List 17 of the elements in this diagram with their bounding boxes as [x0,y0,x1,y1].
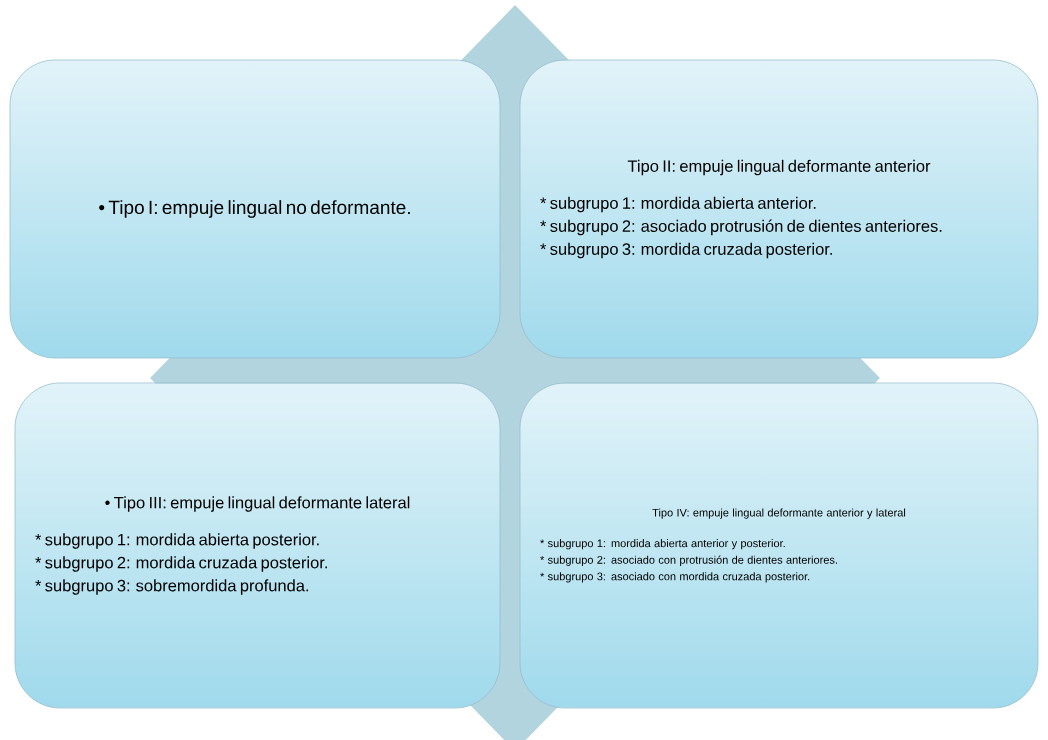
list-item: * subgrupo 1: mordida abierta anterior y posterior. [540,539,785,550]
rounded-box [519,382,1039,709]
list-item: * subgrupo 3: mordida cruzada posterior. [540,242,832,259]
list-item: * subgrupo 1: mordida abierta posterior. [35,533,319,549]
list-item: * subgrupo 3: sobremordida profunda. [35,579,309,595]
list-item: * subgrupo 2: asociado protrusión de dientes anteriores. [540,219,942,236]
list-item: * subgrupo 3: asociado con mordida cruzada posterior. [540,572,810,583]
list-item: * subgrupo 1: mordida abierta anterior. [540,196,816,213]
rounded-box [14,382,501,709]
heading-text: Tipo II: empuje lingual deformante anterior [627,159,931,176]
list-item: * subgrupo 2: mordida cruzada posterior. [35,556,327,572]
box-text: • Tipo I: empuje lingual no deformante. [99,200,410,218]
rounded-box [9,59,501,359]
heading-text: • Tipo III: empuje lingual deformante lateral [105,496,410,512]
list-item: * subgrupo 2: asociado con protrusión de dientes anteriores. [540,555,837,566]
heading-text: Tipo IV: empuje lingual deformante anterior y lateral [652,508,906,519]
rounded-box [519,59,1039,359]
